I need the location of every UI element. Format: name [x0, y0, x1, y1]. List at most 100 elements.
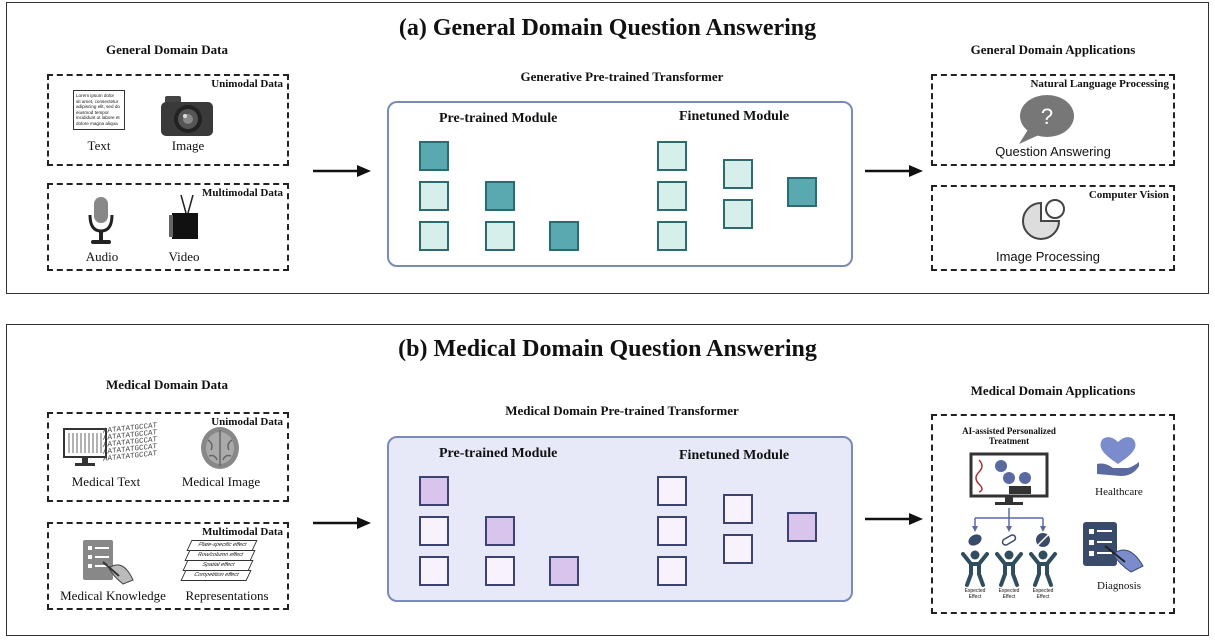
panel-medical-domain: (b) Medical Domain Question Answering Me…	[6, 324, 1209, 636]
medical-finetuned-block-light	[657, 556, 687, 586]
finetuned-block-light	[723, 159, 753, 189]
doc-line: Lorem ipsum dolor	[76, 93, 115, 98]
microphone-icon	[88, 197, 114, 244]
medical-pretrained-block-dark	[485, 516, 515, 546]
medical-image-label: Medical Image	[181, 474, 261, 489]
medical-multimodal-box: Multimodal Data Medical Knowledge Plate-…	[47, 522, 289, 610]
medical-unimodal-box: Unimodal Data AATATATGCCAT AATATATGCCAT …	[47, 412, 289, 502]
question-glyph: ?	[1041, 104, 1053, 129]
medical-multimodal-tag: Multimodal Data	[202, 526, 283, 538]
medical-finetuned-block-light	[723, 534, 753, 564]
nlp-tag: Natural Language Processing	[1030, 78, 1169, 90]
diagnosis-label: Diagnosis	[1097, 580, 1141, 592]
finetuned-block-light	[657, 221, 687, 251]
general-multimodal-box: Multimodal Data Audio Video	[47, 183, 289, 271]
nlp-app-box: Natural Language Processing ? Question A…	[931, 74, 1175, 166]
video-label: Video	[168, 249, 200, 264]
medical-pretrained-block-light	[419, 516, 449, 546]
arrow-transformer-to-apps	[865, 165, 923, 177]
doc-line: adipiscing elit, sed do	[76, 104, 120, 109]
pretrained-block-dark	[485, 181, 515, 211]
doc-line: eiusmod tempor	[76, 109, 109, 115]
arrow-medical-transformer-to-apps	[865, 513, 923, 525]
text-label: Text	[87, 138, 111, 153]
expected-effect-label: Expected Effect	[998, 588, 1020, 600]
pretrained-block-dark	[419, 141, 449, 171]
arrow-data-to-transformer	[313, 165, 371, 177]
doc-line: dolore magna aliqua	[76, 120, 118, 126]
pie-image-icon	[1022, 199, 1065, 240]
pretrained-block-dark	[549, 221, 579, 251]
general-data-title: General Domain Data	[105, 42, 229, 57]
image-label: Image	[171, 138, 205, 153]
arrow-medical-data-to-transformer	[313, 517, 371, 529]
treatment-title: AI-assisted Personalized Treatment	[962, 426, 1056, 446]
medical-transformer-box: Pre-trained Module Finetuned Module	[387, 436, 853, 602]
person-effect-icon	[995, 550, 1023, 587]
person-effect-icon	[1029, 550, 1057, 587]
dna-monitor-icon	[63, 428, 107, 466]
unimodal-tag: Unimodal Data	[211, 78, 283, 90]
medical-pretrained-block-light	[419, 556, 449, 586]
tablet-icon	[1036, 533, 1050, 547]
multimodal-tag: Multimodal Data	[202, 187, 283, 199]
medical-finetuned-block-light	[723, 494, 753, 524]
panel-b-title: (b) Medical Domain Question Answering	[398, 336, 817, 362]
video-tv-icon	[169, 194, 198, 239]
medical-finetuned-block-light	[657, 476, 687, 506]
medical-pretrained-block-light	[485, 556, 515, 586]
brain-scan-icon	[201, 427, 239, 469]
finetuned-block-dark	[787, 177, 817, 207]
medical-finetuned-module-label: Finetuned Module	[679, 448, 790, 463]
audio-label: Audio	[85, 249, 119, 264]
medical-pretrained-block-dark	[419, 476, 449, 506]
medical-pretrained-block-dark	[549, 556, 579, 586]
capsule-icon	[1001, 534, 1017, 546]
healthcare-label: Healthcare	[1095, 486, 1143, 498]
doc-line: incididunt ut labore et	[76, 115, 120, 120]
image-processing-label: Image Processing	[995, 249, 1101, 264]
pretrained-module-label: Pre-trained Module	[439, 111, 558, 126]
camera-icon	[161, 96, 213, 136]
finetuned-block-light	[723, 199, 753, 229]
finetuned-block-light	[657, 141, 687, 171]
cv-tag: Computer Vision	[1088, 189, 1169, 201]
checklist-knowledge-icon	[83, 540, 134, 585]
finetuned-module-label: Finetuned Module	[679, 109, 790, 124]
medical-pretrained-module-label: Pre-trained Module	[439, 446, 558, 461]
expected-effect-label: Expected Effect	[1032, 588, 1054, 600]
representation-layers-icon: Plate-specific effect Row/column effect …	[179, 540, 267, 586]
panel-a-title: (a) General Domain Question Answering	[398, 15, 817, 41]
medical-finetuned-block-light	[657, 516, 687, 546]
medical-knowledge-label: Medical Knowledge	[60, 588, 166, 603]
medical-apps-title: Medical Domain Applications	[970, 383, 1136, 398]
diagnosis-checklist-icon	[1083, 522, 1144, 573]
pill-icon	[968, 534, 982, 546]
representations-label: Representations	[185, 588, 269, 603]
healthcare-heart-hand-icon	[1097, 437, 1139, 476]
transformer-box: Pre-trained Module Finetuned Module	[387, 101, 853, 267]
text-document-icon: Lorem ipsum dolor sit amet, consectetur …	[73, 90, 125, 130]
medical-data-title: Medical Domain Data	[105, 377, 229, 392]
pretrained-block-light	[419, 181, 449, 211]
question-answering-label: Question Answering	[995, 144, 1111, 159]
pretrained-block-light	[485, 221, 515, 251]
layer-competition: Competition effect	[180, 570, 252, 581]
expected-effect-label: Expected Effect	[964, 588, 986, 600]
dna-sequence-text: AATATATGCCAT AATATATGCCAT AATATATGCCAT A…	[103, 422, 157, 464]
general-unimodal-box: Unimodal Data Lorem ipsum dolor sit amet…	[47, 74, 289, 166]
medical-text-label: Medical Text	[71, 474, 141, 489]
doc-line: sit amet, consectetur	[76, 98, 119, 104]
transformer-title: Generative Pre-trained Transformer	[520, 69, 724, 84]
treatment-branch-lines	[972, 508, 1046, 532]
medical-apps-box: AI-assisted Personalized Treatment	[931, 414, 1175, 614]
speech-bubble-question-icon: ?	[1019, 95, 1074, 144]
person-effect-icon	[961, 550, 989, 587]
pretrained-block-light	[419, 221, 449, 251]
treatment-monitor-icon	[969, 452, 1049, 505]
medical-transformer-title: Medical Domain Pre-trained Transformer	[505, 403, 739, 418]
cv-app-box: Computer Vision Image Processing	[931, 185, 1175, 271]
general-apps-title: General Domain Applications	[970, 42, 1136, 57]
panel-general-domain: (a) General Domain Question Answering Ge…	[6, 2, 1209, 294]
medical-finetuned-block-dark	[787, 512, 817, 542]
